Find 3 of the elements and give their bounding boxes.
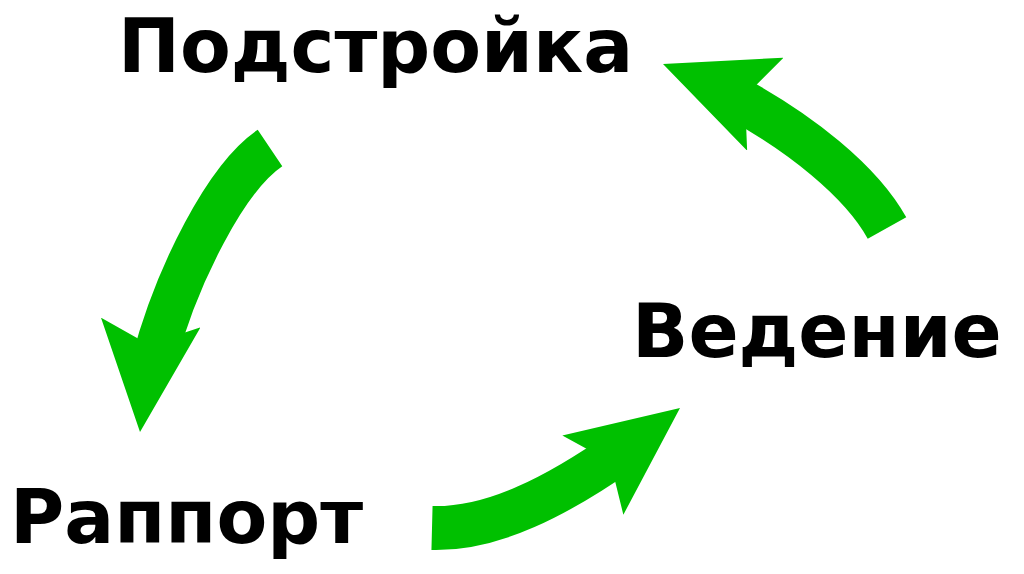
stage-label: Раппорт [10, 473, 364, 562]
stage-label: Подстройка [118, 2, 634, 91]
stage-label: Ведение [632, 287, 1002, 376]
